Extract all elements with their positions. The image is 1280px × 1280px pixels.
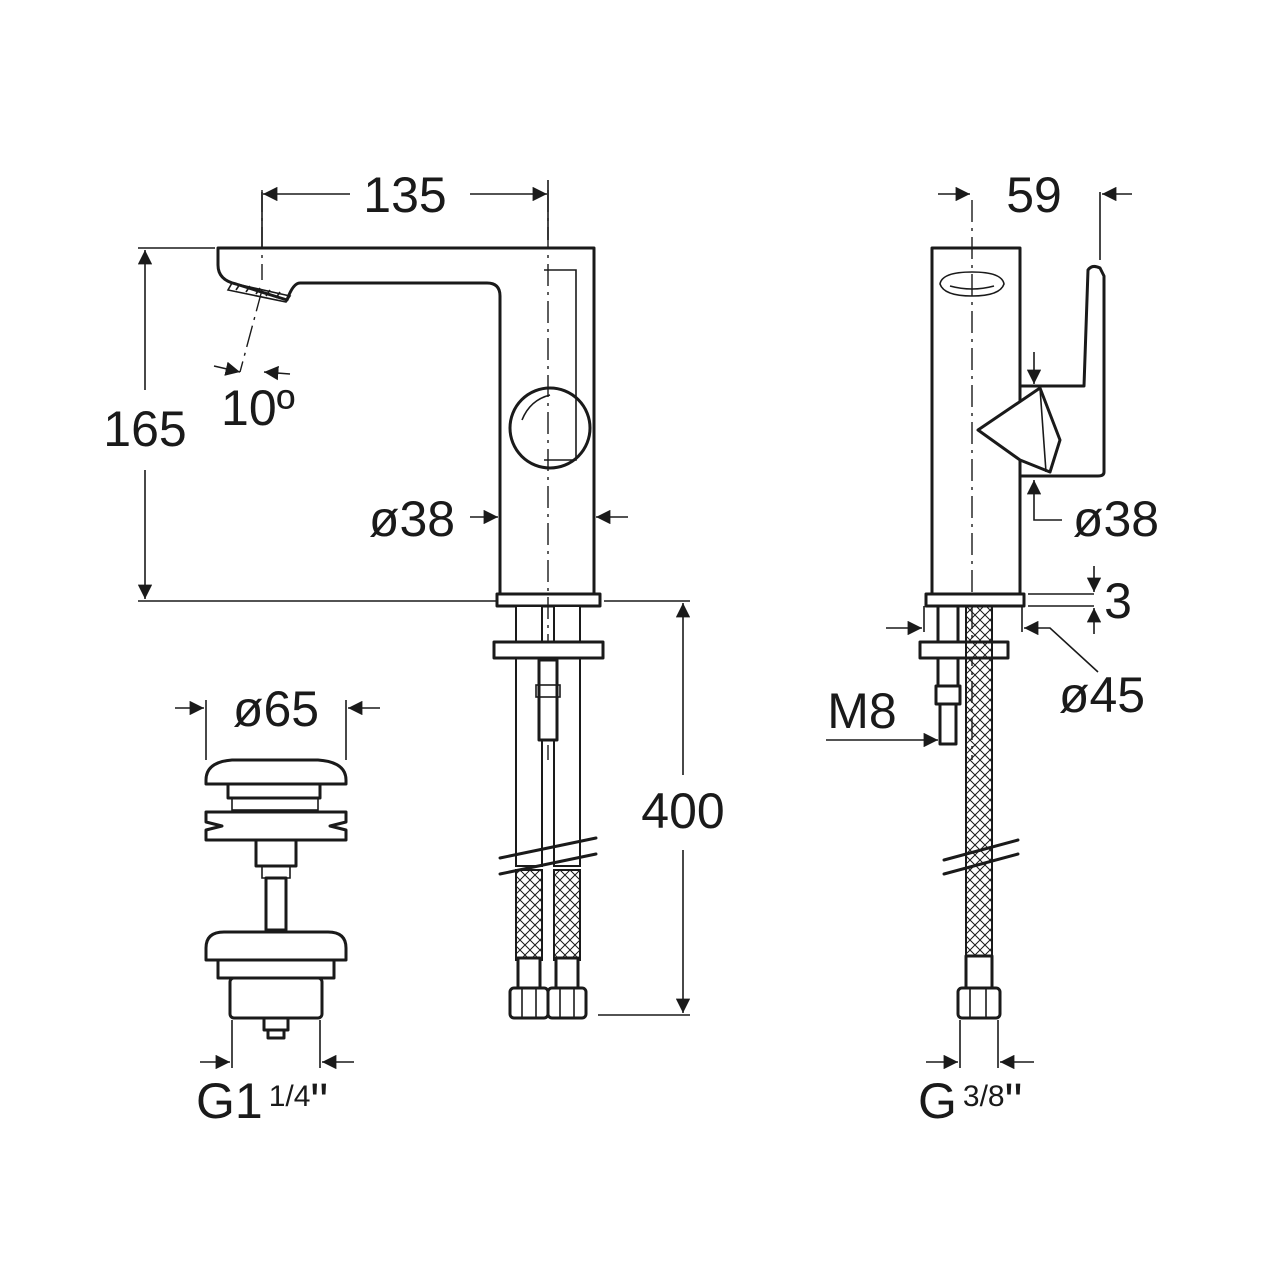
aerator [226, 282, 292, 303]
dim-stud-thread: M8 [827, 683, 896, 739]
dim-waste-diameter: ø65 [233, 681, 319, 737]
dim-base-thickness: 3 [1104, 573, 1132, 629]
side-hose-fitting [964, 954, 994, 990]
front-view: 135 165 10º ø38 400 [103, 167, 725, 1020]
dim-side-depth: 59 [1006, 167, 1062, 223]
hose-nut-right [546, 986, 588, 1020]
dim-spout-reach: 135 [363, 167, 446, 223]
dim-spout-angle: 10º [221, 380, 295, 436]
dim-base-diameter: ø45 [1059, 667, 1145, 723]
hose-nut-left [508, 986, 550, 1020]
side-base [924, 592, 1026, 608]
faucet-body-outline [216, 246, 596, 596]
side-body-outline [930, 246, 1022, 596]
hose-fitting-left [516, 956, 542, 990]
side-hose [965, 605, 993, 957]
waste-flange [204, 810, 348, 842]
handle-detail [521, 394, 551, 421]
waste-cap [204, 758, 348, 786]
break-line [498, 836, 598, 860]
side-threaded-stud [938, 702, 958, 746]
mounting-washer [492, 640, 605, 660]
side-hose-nut [956, 986, 1002, 1020]
waste-body [204, 930, 348, 962]
lever-handle [508, 386, 592, 470]
threaded-stud [537, 658, 559, 742]
side-aerator [939, 271, 1005, 297]
dim-body-diameter-side: ø38 [1073, 491, 1159, 547]
waste-stem [264, 876, 288, 932]
dim-height: 165 [103, 401, 186, 457]
handle-slot [544, 269, 577, 461]
dim-body-diameter-front: ø38 [369, 491, 455, 547]
dim-hose-length: 400 [641, 783, 724, 839]
hose-fitting-right [554, 956, 580, 990]
